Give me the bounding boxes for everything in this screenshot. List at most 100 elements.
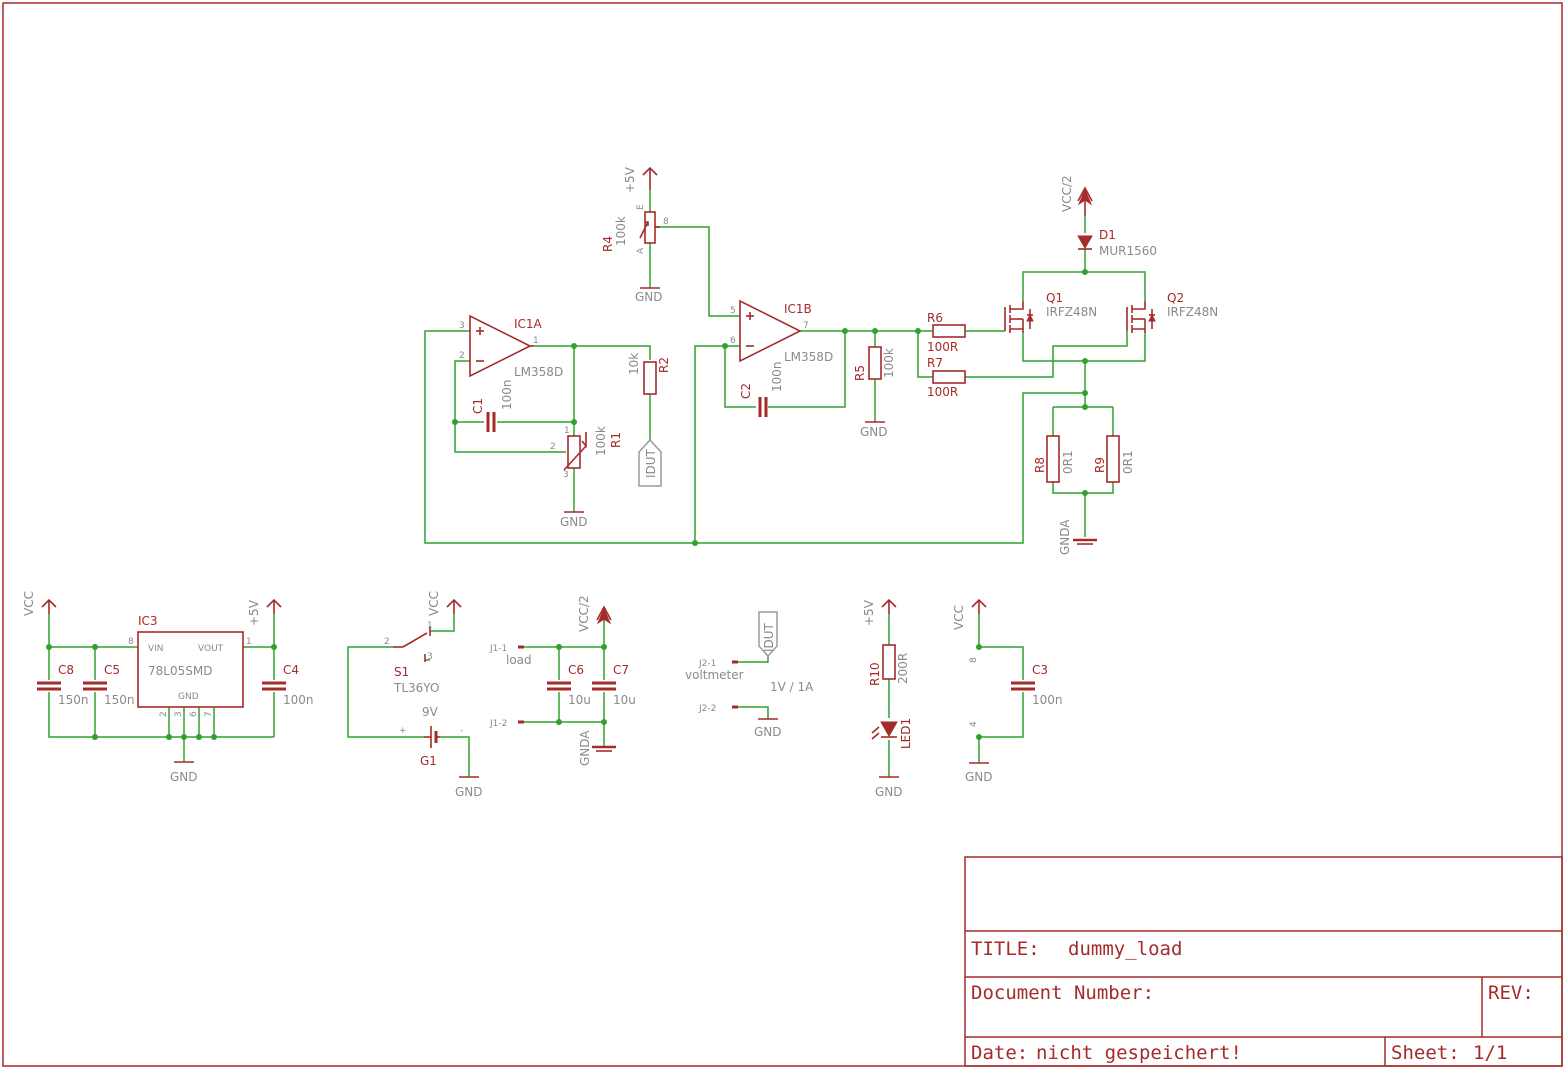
connector-j2: J2-1 voltmeter J2-2 1V / 1A [685,659,814,714]
c6-value: 10u [568,693,591,707]
svg-text:+5V: +5V [623,166,637,193]
capacitor-c7: C7 10u [592,663,636,707]
c7-name: C7 [613,663,629,677]
j2-pin1-label: voltmeter [685,668,744,682]
svg-text:GND: GND [965,770,993,784]
svg-text:IDUT: IDUT [762,622,776,652]
ic1a-pin3: 3 [459,321,465,331]
r1-pin1: 1 [564,426,570,436]
r6-name: R6 [927,311,943,325]
trimmer-r4: 8 E A R4 100k [601,204,669,254]
g1-minus: - [460,726,463,736]
svg-text:VCC/2: VCC/2 [577,595,591,632]
c4-value: 100n [283,693,314,707]
svg-text:6: 6 [189,711,199,717]
c5-value: 150n [104,693,135,707]
r6-value: 100R [927,340,958,354]
ic3-name: IC3 [138,614,158,628]
ground-ic3: GND [170,761,198,784]
capacitor-c4: C4 100n [262,663,314,707]
title-label: TITLE: [971,938,1040,960]
svg-text:GND: GND [635,290,663,304]
r4-name: R4 [601,236,615,252]
ic1a-pin1: 1 [533,336,539,346]
ic3-gnd: GND [178,692,199,702]
ic1a-value: LM358D [514,365,563,379]
c2-value: 100n [770,361,784,392]
r7-value: 100R [927,385,958,399]
q2-name: Q2 [1167,291,1184,305]
ground-gnda-c7: GNDA [578,730,616,766]
r4-pin-e: E [636,204,646,210]
led1-name: LED1 [899,718,913,749]
opamp-ic1b: IC1B LM358D 5 6 7 [730,299,833,364]
ground-c3: GND [965,762,993,784]
sheet-value: 1/1 [1473,1042,1507,1064]
ground-g1: GND [455,776,483,799]
ic1b-pin5: 5 [730,306,736,316]
s1-name: S1 [394,665,409,679]
r2-value: 10k [627,353,641,375]
resistor-r10: R10 200R [868,644,910,686]
c4-name: C4 [283,663,299,677]
s1-pin1: 1 [427,621,433,631]
svg-text:VCC: VCC [22,591,36,616]
capacitor-c8: C8 150n [37,663,89,707]
capacitor-c1: C1 100n [471,379,514,432]
r8-value: 0R1 [1061,450,1075,474]
ic3-vin: VIN [148,644,164,654]
net-label-idut-1: IDUT [638,438,662,487]
net-label-idut-2: IDUT [758,611,778,658]
g1-name: G1 [420,754,437,768]
revision-label: REV: [1488,982,1534,1004]
g1-plus: + [399,726,407,736]
svg-text:8: 8 [969,657,979,663]
supply-plus5v-ic3: +5V [247,598,282,626]
battery-g1: + - 9V G1 [399,705,463,768]
c8-name: C8 [58,663,74,677]
supply-vcc-c3: VCC [952,598,987,630]
r9-value: 0R1 [1121,450,1135,474]
ic1a-pin2: 2 [459,351,465,361]
trimmer-r1: 1 2 3 R1 100k [550,426,623,480]
svg-text:VCC: VCC [427,591,441,616]
ic1-power-pins: 8 4 [969,657,979,727]
svg-text:GND: GND [560,515,588,529]
svg-text:3: 3 [174,711,184,717]
svg-text:2: 2 [159,711,169,717]
svg-text:GND: GND [170,770,198,784]
r4-value: 100k [614,216,628,246]
capacitor-c2: C2 100n [739,361,784,417]
svg-text:GNDA: GNDA [1058,519,1072,555]
junctions [46,269,1088,740]
opamp-ic1a: IC1A LM358D 3 2 1 [459,314,563,379]
r1-value: 100k [594,426,608,456]
connector-j1: J1-1 load J1-2 [489,644,532,729]
svg-text:4: 4 [969,721,979,727]
s1-pin3: 3 [427,652,433,662]
svg-text:GNDA: GNDA [578,730,592,766]
r10-value: 200R [896,653,910,684]
ic3-pin8: 8 [128,637,134,647]
d1-value: MUR1560 [1099,244,1157,258]
resistor-r8: R8 0R1 [1033,435,1075,483]
mosfet-q1: Q1 IRFZ48N [1004,291,1097,333]
j1-pin2: J1-2 [489,719,507,729]
ic1b-pin7: 7 [803,321,809,331]
title-block: TITLE: dummy_load Document Number: REV: … [964,856,1563,1067]
resistor-r2: R2 10k [627,353,671,395]
ic1b-name: IC1B [784,302,812,316]
svg-text:GND: GND [455,785,483,799]
c7-value: 10u [613,693,636,707]
q1-name: Q1 [1046,291,1063,305]
c3-value: 100n [1032,693,1063,707]
svg-text:+5V: +5V [247,599,261,626]
supply-plus5v-r4: +5V [623,166,658,193]
resistor-r6: R6 100R [927,311,966,354]
r2-name: R2 [657,357,671,373]
c1-value: 100n [500,379,514,410]
resistor-r7: R7 100R [927,356,966,399]
title-value: dummy_load [1068,938,1182,960]
c2-name: C2 [739,383,753,399]
svg-text:+5V: +5V [862,599,876,626]
